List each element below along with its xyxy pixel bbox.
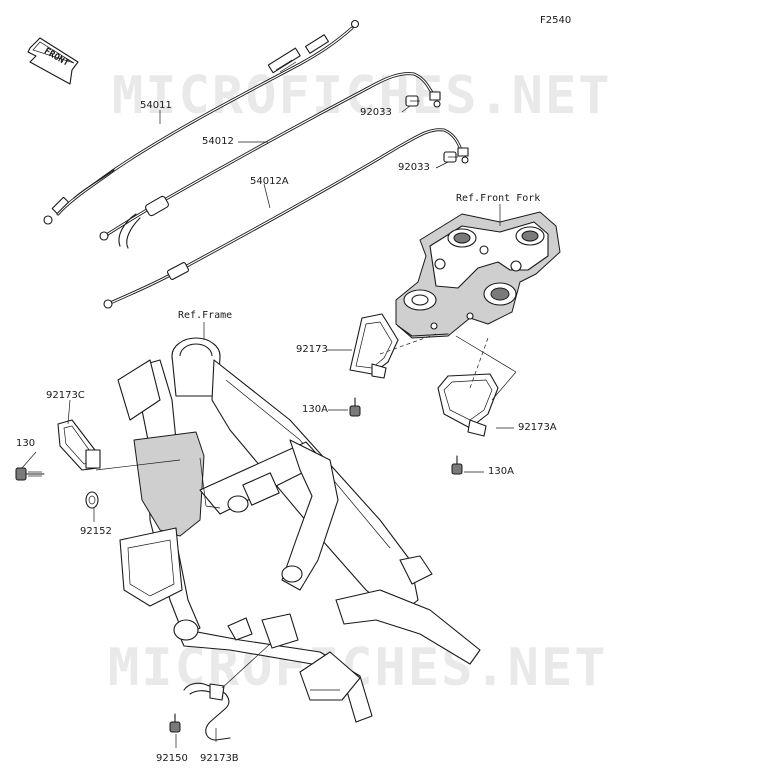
label-92173c: 92173C xyxy=(46,390,85,401)
label-54012a: 54012A xyxy=(250,176,289,187)
front-arrow-icon xyxy=(27,37,79,85)
label-92173a: 92173A xyxy=(518,422,557,433)
cable-54012a xyxy=(103,128,469,309)
cable-54012 xyxy=(99,72,441,249)
leader-lines xyxy=(21,105,517,748)
bracket-92173 xyxy=(349,313,399,379)
bracket-92173a xyxy=(437,373,499,437)
clamp-92033-top xyxy=(405,95,420,107)
ref-front-fork: Ref.Front Fork xyxy=(456,193,541,204)
clamp-92033-mid xyxy=(443,151,458,163)
diagram-code: F2540 xyxy=(540,15,572,26)
label-54011: 54011 xyxy=(140,100,172,111)
bolt-130 xyxy=(15,467,45,481)
label-130: 130 xyxy=(16,438,36,449)
label-54012: 54012 xyxy=(202,136,234,147)
label-92173: 92173 xyxy=(296,344,328,355)
label-92150: 92150 xyxy=(156,753,188,764)
grommet-92152 xyxy=(85,491,99,509)
bolt-130a-lower xyxy=(451,455,463,475)
label-130a-lower: 130A xyxy=(488,466,514,477)
bracket-92173b xyxy=(183,682,231,741)
bracket-92173c xyxy=(57,419,101,471)
label-92152: 92152 xyxy=(80,526,112,537)
cable-54011 xyxy=(43,19,360,225)
ref-frame: Ref.Frame xyxy=(178,310,233,321)
motorcycle-frame xyxy=(117,337,481,723)
label-130a-upper: 130A xyxy=(302,404,328,415)
label-92033-top: 92033 xyxy=(360,107,392,118)
watermark-top: MICROFICHES.NET xyxy=(112,66,612,126)
bolt-130a-upper xyxy=(349,397,361,417)
front-fork-triple-clamp xyxy=(395,211,561,339)
label-92173b: 92173B xyxy=(200,753,239,764)
bolt-92150 xyxy=(169,713,181,733)
label-92033-mid: 92033 xyxy=(398,162,430,173)
